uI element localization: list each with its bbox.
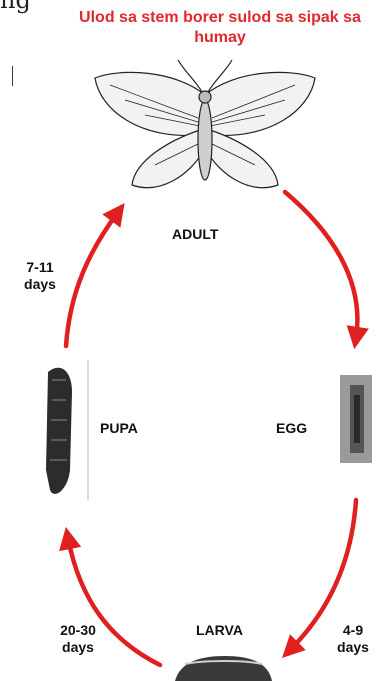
stage-label-adult: ADULT: [172, 226, 218, 243]
egg-illustration: [340, 375, 372, 463]
arrow-adult-to-egg: [285, 192, 357, 338]
duration-larva-to-pupa: 20-30 days: [50, 622, 106, 656]
stage-label-pupa: PUPA: [100, 420, 138, 437]
pupa-illustration: [46, 360, 88, 500]
larva-illustration: [175, 656, 272, 681]
arrow-pupa-to-adult: [66, 212, 118, 346]
duration-pupa-to-adult: 7-11 days: [14, 259, 66, 293]
moth-illustration: [95, 60, 315, 188]
stage-label-egg: EGG: [276, 420, 307, 437]
stage-label-larva: LARVA: [196, 622, 243, 639]
duration-egg-to-larva: 4-9 days: [326, 622, 378, 656]
